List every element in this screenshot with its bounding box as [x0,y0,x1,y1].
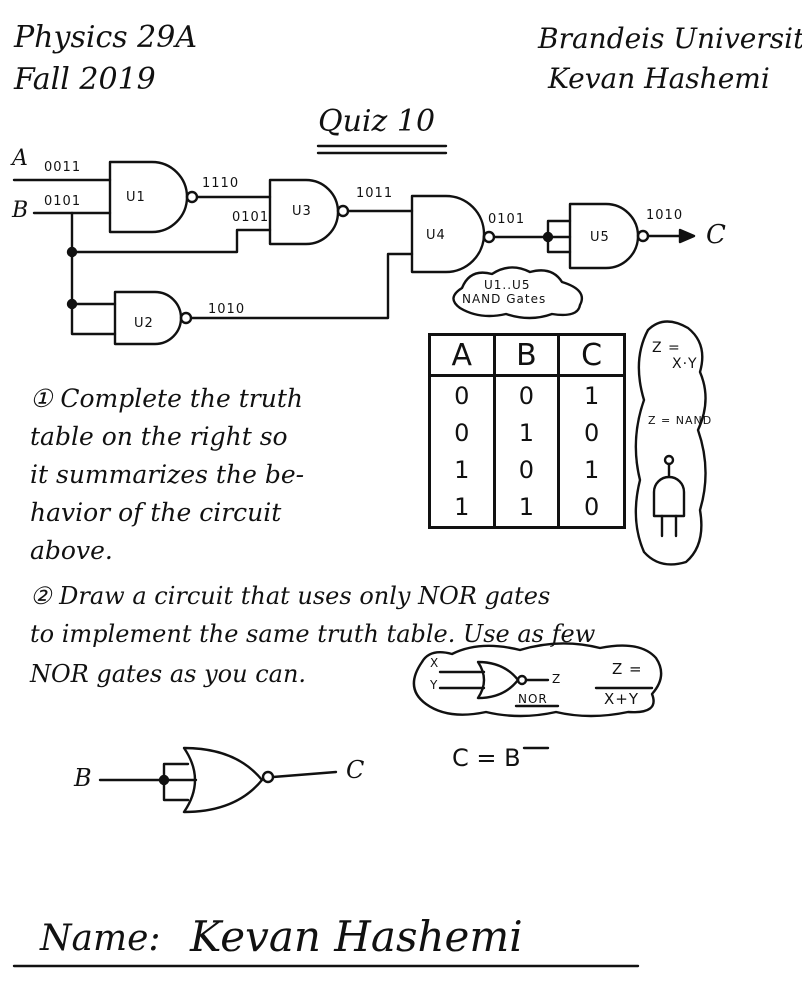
question-1-line-3: it summarizes the be- [30,460,305,489]
question-2-line-2: to implement the same truth table. Use a… [30,620,596,648]
university: Brandeis University [538,22,802,55]
u1-output-bits: 1110 [202,176,240,191]
gate-u2-label: U2 [134,316,154,331]
instructor: Kevan Hashemi [548,62,770,95]
gate-u5-label: U5 [590,230,610,245]
nor-def-x: X [430,656,440,670]
truth-table-header-a: A [428,333,496,377]
truth-cell: 0 [492,375,561,415]
truth-cell: 0 [557,488,626,529]
term: Fall 2019 [14,62,156,97]
gate-u1-label: U1 [126,190,146,205]
gate-u3-label: U3 [292,204,312,219]
nor-def-y: Y [430,678,439,692]
nand-def-eq1: Z = [652,340,681,356]
bubble-u5 [636,229,650,243]
nor-note-cloud [412,642,663,718]
nand-def-cloud [634,320,707,566]
nand-note-cloud [452,266,584,320]
nand-def-gate [652,475,686,518]
output-c-label: C [706,220,726,250]
nor-def-label: NOR [518,692,548,706]
nand-note-line2: NAND Gates [462,292,547,306]
truth-table-header-c: C [557,333,626,377]
u4-output-bits: 0101 [488,212,526,227]
nor-def-gate [476,660,520,700]
question-2-line-3: NOR gates as you can. [30,660,307,688]
input-a-bits: 0011 [44,160,82,175]
truth-cell: 1 [428,451,496,489]
table-row: 1 1 0 [428,488,626,529]
nand-def-eq2: Z = NAND [648,414,713,427]
u5-output-bits: 1010 [646,208,684,223]
u3-input-bits: 0101 [232,210,270,225]
input-b-label: B [12,198,29,223]
truth-cell: 1 [428,488,496,529]
quiz-title: Quiz 10 [318,104,436,139]
bubble-u3 [336,204,350,218]
bubble-u1 [185,190,199,204]
answer-nor-gate [182,746,264,814]
truth-table: A B C 0 0 1 0 1 0 1 0 1 1 1 0 [428,333,626,529]
question-2-line-1: ② Draw a circuit that uses only NOR gate… [30,582,551,610]
nand-def-eq1b: X·Y [672,356,698,372]
truth-cell: 0 [492,451,561,489]
title-underline [316,144,448,155]
truth-cell: 1 [492,414,561,452]
question-1-line-4: havior of the circuit [30,498,282,527]
answer-input-label: B [74,764,92,792]
name-label: Name: [40,918,161,959]
input-a-label: A [12,146,28,171]
gate-u4-label: U4 [426,228,446,243]
gate-u4 [410,194,486,274]
truth-cell: 0 [557,414,626,452]
u2-output-bits: 1010 [208,302,246,317]
course-name: Physics 29A [14,20,198,55]
name-value: Kevan Hashemi [190,912,523,961]
nor-def-z: Z [552,672,562,686]
bubble-u2 [179,311,193,325]
answer-output-label: C [346,756,365,784]
table-row: 0 0 1 [428,375,626,415]
truth-cell: 1 [492,488,561,529]
answer-equation: C = B [452,744,521,772]
bubble-u4 [482,230,496,244]
truth-cell: 1 [557,375,626,415]
gate-u1 [108,160,189,234]
truth-cell: 0 [428,414,496,452]
question-1-line-2: table on the right so [30,422,288,451]
question-1-line-1: ① Complete the truth [30,384,303,413]
output-arrow [678,228,696,244]
truth-cell: 0 [428,375,496,415]
u3-output-bits: 1011 [356,186,394,201]
table-row: 1 0 1 [428,451,626,489]
nand-note-line1: U1..U5 [484,278,531,292]
table-row: 0 1 0 [428,414,626,452]
truth-table-header-b: B [492,333,561,377]
input-b-bits: 0101 [44,194,82,209]
question-1-line-5: above. [30,536,113,565]
truth-cell: 1 [557,451,626,489]
nor-def-eq-bottom: X+Y [604,690,640,708]
nor-def-eq-top: Z = [612,660,643,678]
